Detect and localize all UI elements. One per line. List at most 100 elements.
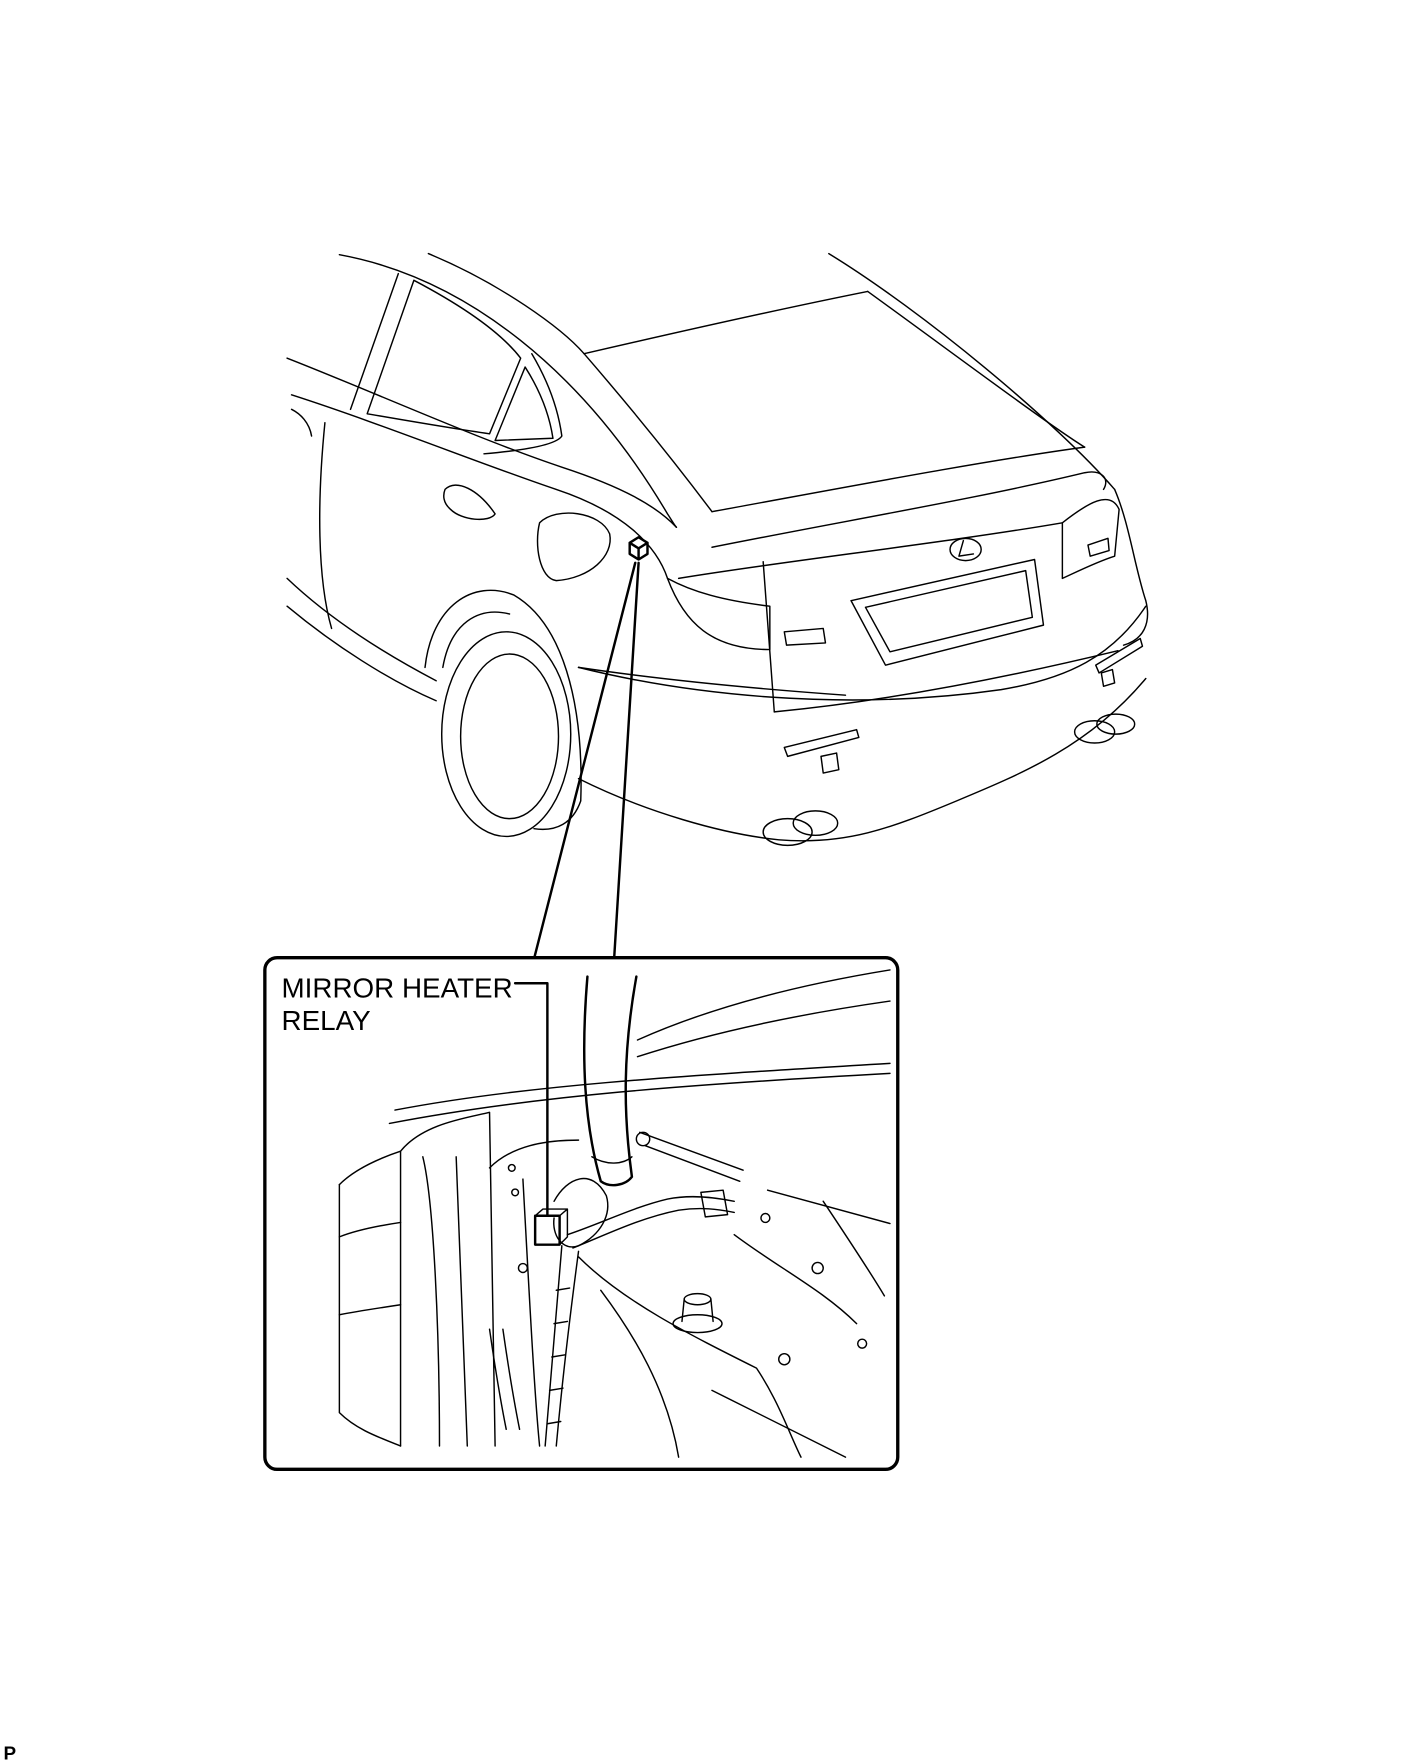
exhaust-tip-left-inner: [792, 810, 839, 837]
rear-wheel-tire: [440, 631, 572, 838]
harness-ties: [546, 1287, 571, 1425]
trunk-spoiler: [711, 471, 1107, 548]
pillar-trim: [582, 975, 638, 1187]
package-tray-upper: [636, 969, 891, 1041]
wire-harness-upper: [566, 1195, 735, 1236]
rocker-lower: [286, 605, 437, 702]
license-plate-inner: [864, 569, 1034, 653]
quarter-panel-edge: [338, 1183, 402, 1447]
emblem-letter: [958, 539, 975, 557]
callout-label-line2: RELAY: [282, 1005, 371, 1036]
bumper-top: [577, 605, 1147, 701]
front-door-handle: [290, 408, 313, 437]
inset-detail-view: MIRROR HEATER RELAY: [263, 956, 900, 1472]
rear-door-window: [366, 279, 522, 435]
hose-left-2: [502, 1328, 521, 1431]
door-rear-edge: [319, 421, 333, 630]
exhaust-tip-right-inner: [1096, 713, 1136, 735]
vehicle-rear-view: [286, 252, 1149, 847]
panel-hole-2: [511, 1188, 520, 1197]
rocker-upper: [286, 577, 437, 682]
trunk-strut-2: [644, 1144, 741, 1182]
quarter-panel-line: [577, 666, 847, 696]
callout-label-line1: MIRROR HEATER: [282, 973, 513, 1004]
bumper-reflector-left: [783, 728, 860, 758]
package-tray-upper-2: [636, 1000, 891, 1058]
roof-right-edge-inner: [866, 290, 1086, 448]
rear-door-window-frame: [349, 272, 400, 411]
wheel-arch-inner: [442, 611, 511, 669]
shoulder-line: [290, 394, 669, 580]
trunk-lid-bottom: [773, 649, 1119, 713]
harness-down-2: [555, 1250, 580, 1447]
bumper-reflector-right: [1095, 637, 1144, 674]
fitting-base: [672, 1314, 723, 1334]
callout-leader: [532, 561, 640, 961]
right-panel-line-2: [733, 1233, 858, 1325]
wheel-arch: [424, 589, 582, 831]
panel-hole-6: [856, 1338, 868, 1349]
panel-hole-1: [507, 1163, 516, 1172]
trunk-lid-left: [762, 560, 776, 713]
rear-glass-top: [583, 290, 869, 355]
right-panel-line-1: [766, 1189, 891, 1225]
quarter-window-frame: [483, 352, 563, 455]
right-tail-lamp: [1061, 498, 1120, 580]
strut-end: [635, 1131, 651, 1147]
wire-harness-lower: [572, 1207, 735, 1249]
relay-bracket-loop: [553, 1177, 609, 1248]
bumper-lower: [577, 677, 1147, 842]
leader-line-right: [612, 561, 640, 961]
floor-line: [711, 1389, 847, 1458]
belt-line: [286, 357, 678, 528]
panel-hole-7: [760, 1212, 771, 1224]
relay-depth: [534, 1208, 569, 1246]
exhaust-tip-left-outer: [762, 817, 813, 847]
inner-side-panel: [399, 1111, 496, 1447]
door-handle: [443, 484, 496, 521]
right-panel-line-3: [822, 1200, 886, 1297]
trunk-opening-edge-2: [394, 1062, 891, 1111]
corner-mark: P: [3, 1744, 16, 1763]
quarter-panel-divider-2: [338, 1304, 402, 1316]
panel-hole-4: [811, 1261, 824, 1275]
trunk-lid-top: [677, 522, 1064, 580]
emblem: [949, 537, 982, 562]
inner-opening-frame-2: [522, 1178, 541, 1447]
roof-right-edge: [828, 252, 1116, 491]
harness-connector: [700, 1189, 729, 1218]
license-plate-recess: [850, 558, 1045, 666]
rear-glass-bottom: [711, 446, 1086, 513]
tire-well-edge-2: [600, 1289, 680, 1458]
quarter-panel-divider-1: [338, 1221, 402, 1238]
exhaust-tip-right-outer: [1073, 720, 1116, 744]
panel-hole-3: [517, 1262, 529, 1274]
inner-opening-frame: [488, 1139, 580, 1169]
bumper-tow-cover: [820, 752, 840, 774]
hose-left-1: [488, 1328, 507, 1431]
panel-hole-5: [778, 1352, 791, 1366]
inner-side-panel-3: [455, 1156, 469, 1447]
left-tail-lamp: [666, 577, 771, 651]
bumper-sensor: [1100, 668, 1116, 688]
quarter-window: [494, 366, 554, 442]
rear-glass-left: [583, 352, 713, 513]
leader-line-left: [532, 561, 637, 961]
roof-outer-line: [338, 253, 678, 528]
label-leader-line: [513, 982, 549, 1216]
trunk-strut: [638, 1131, 744, 1171]
pillar-trim-ring: [591, 1156, 633, 1164]
fitting-body: [681, 1298, 714, 1323]
relay-location-marker: [628, 536, 649, 561]
right-tail-lamp-lens: [1087, 537, 1110, 557]
inner-side-panel-2: [422, 1156, 441, 1447]
left-tail-lamp-lens: [783, 627, 827, 646]
fuel-door: [536, 512, 611, 582]
trunk-opening-edge: [388, 1072, 891, 1125]
harness-down-1: [544, 1245, 563, 1447]
body-rear-corner: [1113, 488, 1149, 646]
inset-drawing: [338, 969, 891, 1458]
inset-frame: [263, 956, 900, 1472]
rear-wheel-rim: [459, 653, 560, 820]
